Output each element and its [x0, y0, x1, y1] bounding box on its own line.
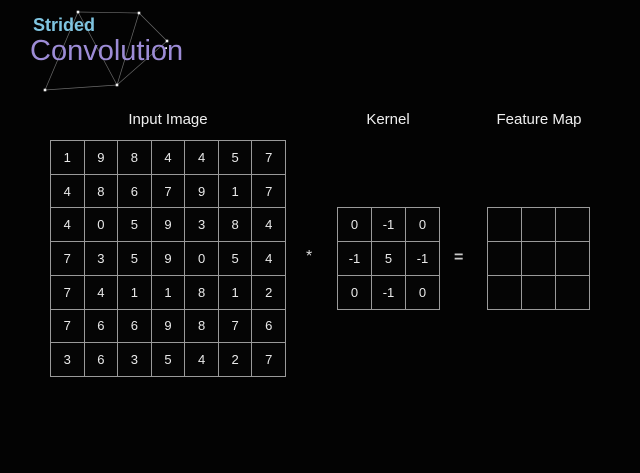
slide-title-line2: Convolution [30, 35, 184, 67]
input-image-cell: 7 [218, 309, 252, 343]
input-image-cell: 7 [252, 141, 285, 174]
input-image-cell: 9 [185, 174, 218, 208]
input-image-cell: 2 [218, 343, 252, 376]
input-image-cell: 7 [51, 275, 84, 309]
kernel-cell: 0 [338, 208, 371, 241]
input-image-cell: 3 [84, 242, 118, 275]
input-image-cell: 4 [252, 242, 285, 275]
input-image-cell: 4 [84, 275, 118, 309]
input-image-cell: 1 [118, 275, 151, 309]
input-image-cell: 1 [218, 275, 252, 309]
network-graph-decoration [43, 10, 169, 92]
feature-map-cell [556, 242, 589, 275]
feature-map-cell [522, 208, 555, 241]
input-image-cell: 5 [151, 343, 185, 376]
kernel-cell: 0 [406, 208, 439, 241]
input-image-cell: 5 [118, 208, 151, 242]
input-image-cell: 8 [218, 208, 252, 242]
feature-map-cell [522, 276, 555, 309]
kernel-cell: 5 [372, 242, 405, 275]
kernel-label: Kernel [366, 111, 410, 128]
input-image-cell: 2 [252, 275, 285, 309]
input-image-cell: 4 [252, 208, 285, 242]
feature-map-cell [488, 208, 521, 241]
input-image-cell: 9 [151, 208, 185, 242]
input-image-cell: 4 [51, 208, 84, 242]
input-image-cell: 8 [84, 174, 118, 208]
input-image-cell: 6 [118, 174, 151, 208]
input-image-cell: 5 [218, 242, 252, 275]
input-image-cell: 6 [84, 343, 118, 376]
input-image-cell: 6 [252, 309, 285, 343]
input-image-cell: 3 [185, 208, 218, 242]
slide-title: Strided Convolution [30, 15, 183, 67]
kernel-cell: -1 [372, 276, 405, 309]
kernel-cell: -1 [372, 208, 405, 241]
feature-map-cell [556, 208, 589, 241]
feature-map-label: Feature Map [496, 111, 582, 128]
input-image-cell: 7 [51, 242, 84, 275]
input-image-cell: 4 [51, 174, 84, 208]
input-image-cell: 0 [185, 242, 218, 275]
input-image-cell: 5 [118, 242, 151, 275]
feature-map-cell [556, 276, 589, 309]
input-image-cell: 1 [51, 141, 84, 174]
input-image-cell: 7 [252, 174, 285, 208]
input-image-cell: 3 [51, 343, 84, 376]
input-image-cell: 4 [185, 343, 218, 376]
input-image-cell: 9 [151, 309, 185, 343]
input-image-cell: 8 [185, 275, 218, 309]
kernel-cell: 0 [406, 276, 439, 309]
input-image-cell: 7 [51, 309, 84, 343]
input-image-cell: 7 [151, 174, 185, 208]
feature-map-cell [488, 276, 521, 309]
input-image-cell: 6 [84, 309, 118, 343]
kernel-cell: -1 [338, 242, 371, 275]
slide-title-line1: Strided [33, 15, 96, 35]
input-image-cell: 3 [118, 343, 151, 376]
input-image-cell: 8 [185, 309, 218, 343]
input-image-cell: 5 [218, 141, 252, 174]
input-image-cell: 0 [84, 208, 118, 242]
input-image-cell: 9 [151, 242, 185, 275]
input-image-cell: 4 [151, 141, 185, 174]
kernel-cell: 0 [338, 276, 371, 309]
input-image-label: Input Image [128, 111, 208, 128]
input-image-cell: 1 [218, 174, 252, 208]
input-image-cell: 4 [185, 141, 218, 174]
equals-operator: = [454, 249, 464, 266]
input-image-cell: 1 [151, 275, 185, 309]
input-image-cell: 7 [252, 343, 285, 376]
input-image-cell: 6 [118, 309, 151, 343]
input-image-cell: 9 [84, 141, 118, 174]
kernel-cell: -1 [406, 242, 439, 275]
input-image-cell: 8 [118, 141, 151, 174]
feature-map-cell [488, 242, 521, 275]
convolution-operator: * [306, 248, 313, 265]
feature-map-cell [522, 242, 555, 275]
feature-map-grid [487, 207, 590, 310]
